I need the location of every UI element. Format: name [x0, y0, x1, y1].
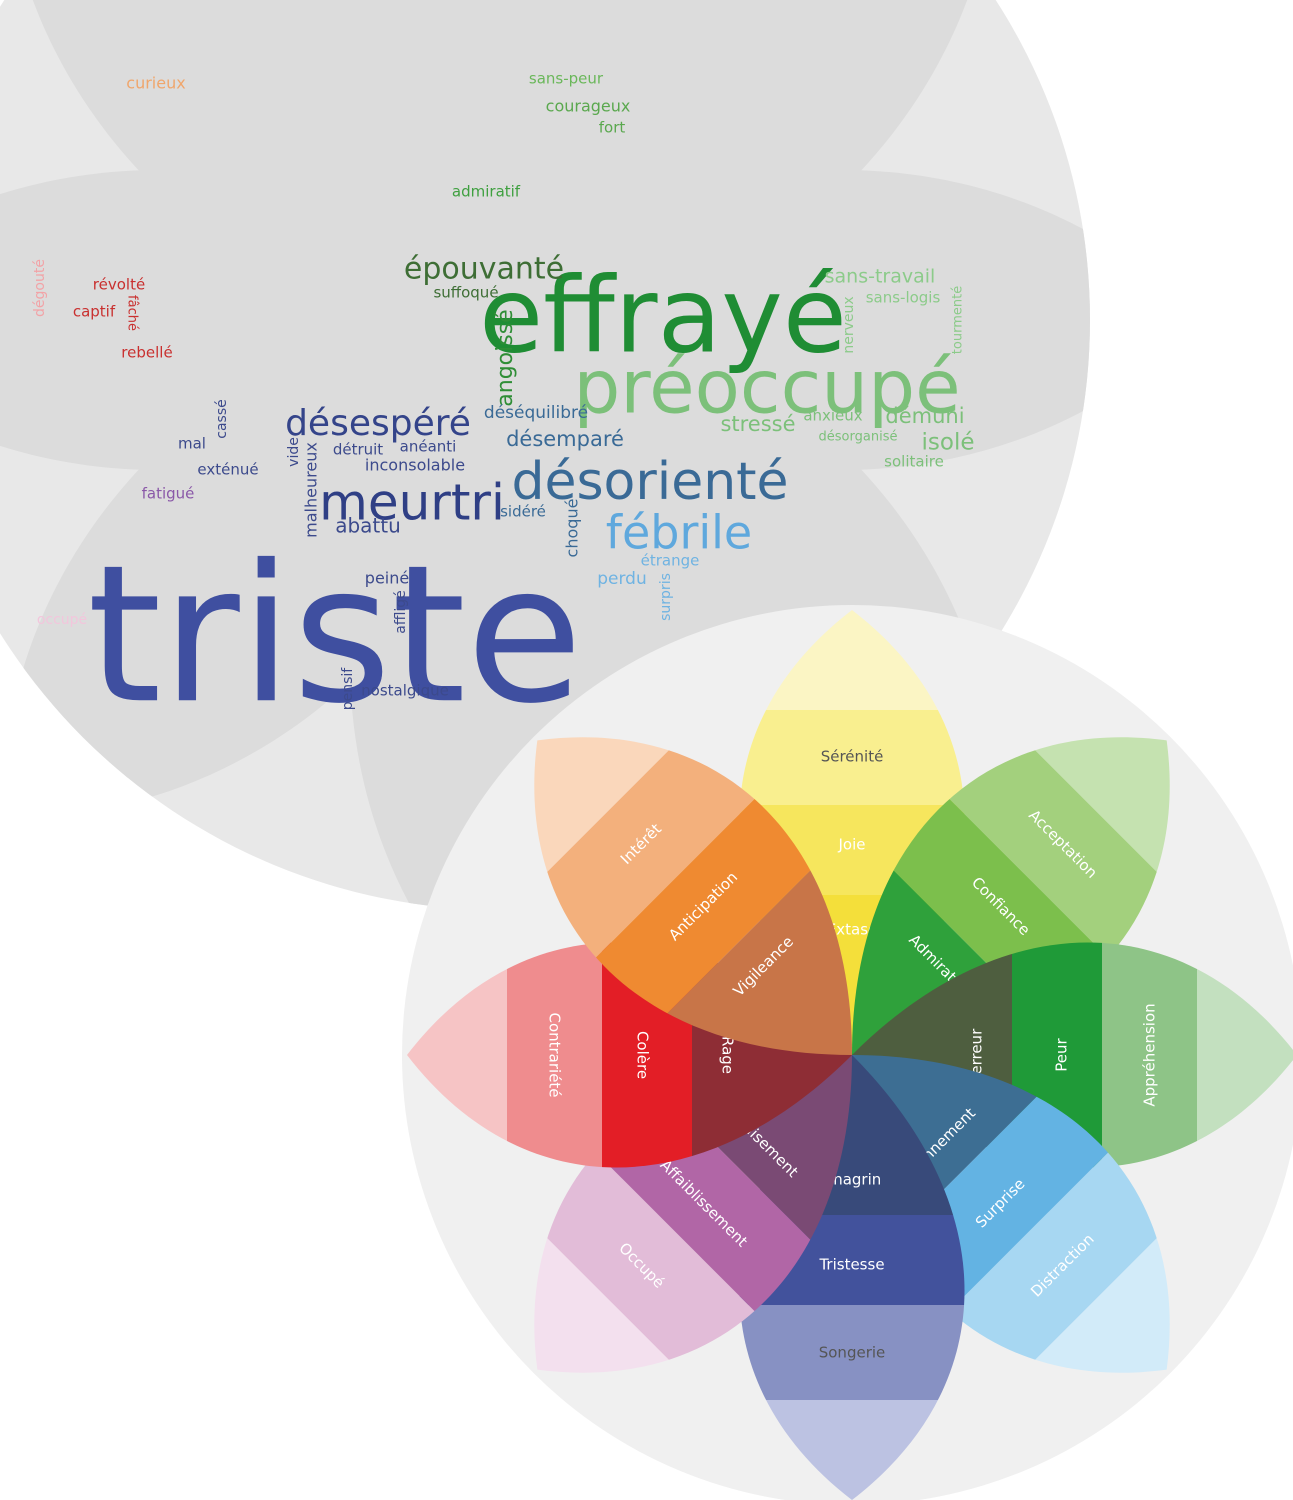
emotion-wheel-panel: ExtaseJoieSérénitéAdmirationConfianceAcc…: [402, 605, 1293, 1500]
cloud-word: sans-travail: [825, 266, 936, 288]
petal-label-outer: Contrariété: [546, 1012, 564, 1097]
cloud-word: démuni: [885, 404, 964, 428]
cloud-word: stressé: [720, 412, 795, 436]
cloud-word: affligé: [393, 590, 409, 634]
petal-label-outer: Songerie: [819, 1344, 886, 1362]
word-cloud-words: tristeeffrayépréoccupédésorientémeurtrid…: [32, 70, 975, 746]
petal-label-middle: Colère: [634, 1031, 652, 1079]
cloud-word: désorienté: [511, 452, 788, 512]
cloud-word: abattu: [335, 514, 401, 538]
petal-band-outer: [739, 1305, 965, 1400]
cloud-word: triste: [87, 524, 583, 745]
cloud-word: fâché: [125, 295, 140, 331]
cloud-word: fatigué: [142, 485, 195, 503]
cloud-word: meurtri: [319, 474, 505, 532]
petal-label-middle: Tristesse: [818, 1256, 884, 1274]
petal-band-outer: [739, 710, 965, 805]
cloud-word: pensif: [340, 667, 356, 711]
petal-label-outer: Appréhension: [1141, 1003, 1159, 1106]
petal-label-inner: Rage: [719, 1036, 737, 1074]
cloud-word: désemparé: [506, 427, 624, 451]
cloud-word: captif: [73, 303, 116, 321]
cloud-word: anéanti: [400, 438, 457, 456]
cloud-word: rebellé: [121, 344, 172, 362]
cloud-word: fébrile: [606, 506, 752, 560]
cloud-word: effrayé: [479, 254, 847, 376]
cloud-word: nostalgique: [361, 682, 449, 700]
cloud-word: inconsolable: [365, 456, 465, 475]
watermark-petal: [498, 0, 996, 322]
cloud-word: vide: [286, 437, 302, 467]
petal-label-inner: Extase: [827, 921, 877, 939]
watermark-petal: [4, 0, 502, 322]
cloud-word: déséquilibré: [484, 403, 588, 423]
cloud-word: dégouté: [32, 259, 48, 317]
cloud-word: sans-peur: [529, 70, 604, 88]
petal-label-inner: Terreur: [968, 1028, 986, 1082]
cloud-word: occupé: [37, 612, 87, 628]
cloud-word: mal: [178, 435, 206, 453]
cloud-word: anxieux: [803, 407, 862, 425]
cloud-word: épouvanté: [404, 252, 564, 287]
cloud-word: malheureux: [302, 442, 321, 538]
cloud-word: exténué: [197, 461, 258, 479]
cloud-word: peiné: [365, 569, 409, 588]
cloud-word: isolé: [922, 430, 975, 456]
petal-label-middle: Joie: [838, 836, 866, 854]
cloud-word: sans-logis: [866, 289, 941, 307]
cloud-word: désorganisé: [819, 430, 898, 445]
cloud-word: choqué: [563, 499, 582, 558]
cloud-word: préoccupé: [573, 345, 960, 431]
cloud-word: surpris: [658, 573, 674, 621]
cloud-word: solitaire: [884, 453, 944, 471]
petal-label-outer: Sérénité: [821, 748, 884, 766]
petal-label-middle: Peur: [1053, 1037, 1071, 1071]
cloud-word: détruit: [333, 441, 383, 459]
cloud-word: angoissé: [493, 309, 518, 406]
cloud-word: courageux: [546, 97, 631, 116]
cloud-word: tourmenté: [951, 286, 966, 354]
cloud-word: fort: [599, 119, 626, 137]
cloud-word: désespéré: [285, 403, 471, 444]
cloud-word: révolté: [93, 276, 145, 294]
cloud-word: étrange: [641, 552, 700, 570]
cloud-word: sidéré: [500, 503, 546, 521]
petal-label-inner: Chagrin: [823, 1171, 882, 1189]
cloud-word: suffoqué: [433, 284, 498, 302]
cloud-word: perdu: [597, 569, 647, 589]
watermark-petal: [4, 318, 502, 816]
cloud-word: nerveux: [841, 296, 857, 353]
cloud-word: cassé: [214, 399, 230, 438]
cloud-word: admiratif: [452, 183, 521, 201]
cloud-word: curieux: [126, 74, 185, 93]
